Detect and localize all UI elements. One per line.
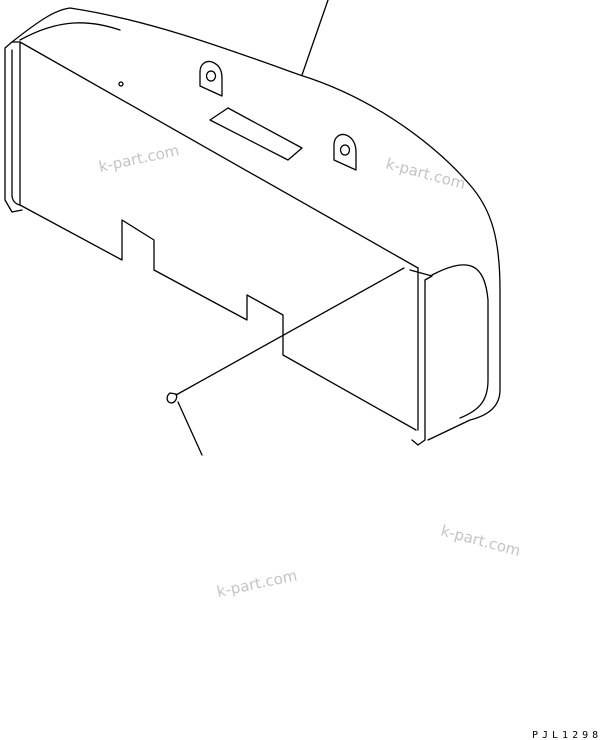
watermark-4: k-part.com [215,566,299,601]
leader-line-top [301,0,329,76]
counterweight-outline [11,7,501,441]
watermark-2: k-part.com [384,154,468,193]
bolt-hole [118,81,124,87]
lifting-lug-left [199,60,223,97]
leader-line-bolt [177,401,203,456]
watermark-3: k-part.com [439,521,523,560]
bolt-icon [166,267,405,404]
front-cover-panel [19,41,433,446]
left-end-plate [4,41,23,213]
access-opening [209,107,303,161]
watermark-1: k-part.com [97,141,181,176]
lifting-lug-right [333,133,357,171]
drawing-code: PJL1298 [532,730,602,740]
